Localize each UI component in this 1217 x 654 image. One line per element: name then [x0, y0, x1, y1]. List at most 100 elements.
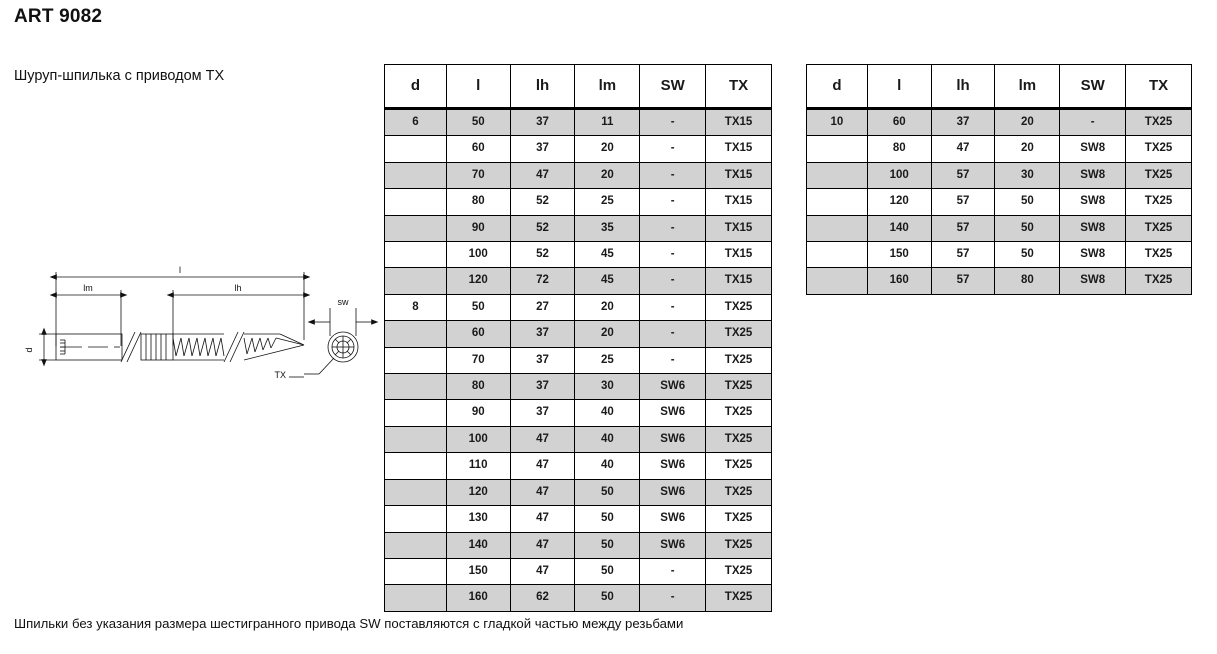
cell-tx: TX25 — [705, 452, 772, 480]
cell-l: 60 — [866, 107, 932, 137]
cell-d: 8 — [384, 293, 447, 322]
cell-lh: 62 — [509, 584, 576, 612]
dowel-screw-technical-drawing: l lm lh d sw TX — [8, 250, 380, 398]
cell-sw: - — [639, 557, 707, 586]
cell-l: 140 — [866, 214, 932, 243]
cell-lm: 20 — [994, 107, 1061, 137]
cell-tx: TX25 — [705, 531, 772, 559]
cell-sw: SW6 — [639, 373, 707, 401]
cell-tx: TX15 — [705, 214, 772, 243]
cell-d — [384, 241, 447, 269]
cell-l: 80 — [445, 373, 511, 401]
cell-tx: TX25 — [705, 373, 772, 401]
cell-d — [806, 135, 868, 163]
cell-d — [384, 346, 447, 375]
cell-tx: TX25 — [705, 346, 772, 375]
cell-sw: SW8 — [1059, 161, 1127, 190]
cell-d — [384, 425, 447, 454]
cell-lm: 50 — [574, 531, 641, 559]
cell-d — [806, 267, 868, 295]
cell-d — [384, 161, 447, 190]
cell-lm: 50 — [574, 478, 641, 507]
dim-label-sw: sw — [338, 297, 350, 307]
cell-tx: TX25 — [705, 425, 772, 454]
cell-d: 6 — [384, 107, 447, 137]
cell-d: 10 — [806, 107, 868, 137]
cell-l: 90 — [445, 399, 511, 427]
cell-d — [384, 505, 447, 533]
cell-tx: TX25 — [705, 557, 772, 586]
cell-d — [806, 161, 868, 190]
column-header-tx: TX — [705, 64, 772, 110]
cell-lh: 52 — [509, 214, 576, 243]
cell-lh: 57 — [930, 241, 996, 269]
cell-l: 50 — [445, 107, 511, 137]
cell-lm: 30 — [574, 373, 641, 401]
cell-sw: - — [639, 135, 707, 163]
cell-lh: 57 — [930, 267, 996, 295]
cell-d — [806, 214, 868, 243]
cell-l: 120 — [445, 478, 511, 507]
cell-lh: 37 — [930, 107, 996, 137]
cell-lm: 45 — [574, 241, 641, 269]
cell-lh: 47 — [930, 135, 996, 163]
cell-lm: 50 — [994, 188, 1061, 216]
cell-lm: 20 — [994, 135, 1061, 163]
cell-tx: TX25 — [705, 293, 772, 322]
cell-lh: 57 — [930, 214, 996, 243]
cell-l: 80 — [866, 135, 932, 163]
column-header-lh: lh — [509, 64, 576, 110]
cell-lh: 47 — [509, 425, 576, 454]
cell-tx: TX15 — [705, 241, 772, 269]
cell-lm: 50 — [574, 557, 641, 586]
cell-lh: 47 — [509, 557, 576, 586]
cell-sw: SW6 — [639, 399, 707, 427]
dim-label-total-length: l — [179, 265, 181, 275]
column-header-sw: SW — [1059, 64, 1127, 110]
column-header-sw: SW — [639, 64, 707, 110]
cell-tx: TX25 — [1125, 135, 1192, 163]
cell-d — [384, 478, 447, 507]
cell-tx: TX15 — [705, 188, 772, 216]
cell-lh: 52 — [509, 241, 576, 269]
cell-tx: TX15 — [705, 135, 772, 163]
cell-lm: 40 — [574, 399, 641, 427]
cell-lm: 20 — [574, 293, 641, 322]
cell-tx: TX25 — [705, 320, 772, 348]
cell-tx: TX25 — [1125, 188, 1192, 216]
cell-d — [384, 399, 447, 427]
column-header-l: l — [445, 64, 511, 110]
cell-l: 100 — [445, 425, 511, 454]
cell-l: 70 — [445, 161, 511, 190]
table-header-row: d l lh lm SW TX — [384, 64, 772, 110]
cell-lm: 40 — [574, 452, 641, 480]
cell-l: 140 — [445, 531, 511, 559]
column-header-tx: TX — [1125, 64, 1192, 110]
cell-lm: 20 — [574, 161, 641, 190]
cell-l: 60 — [445, 135, 511, 163]
cell-lh: 37 — [509, 373, 576, 401]
cell-sw: - — [639, 346, 707, 375]
dim-label-lm: lm — [83, 283, 93, 293]
cell-lm: 80 — [994, 267, 1061, 295]
cell-l: 80 — [445, 188, 511, 216]
cell-lh: 37 — [509, 346, 576, 375]
cell-d — [384, 531, 447, 559]
cell-l: 60 — [445, 320, 511, 348]
cell-lm: 25 — [574, 346, 641, 375]
cell-l: 130 — [445, 505, 511, 533]
cell-lm: 20 — [574, 135, 641, 163]
cell-sw: SW8 — [1059, 188, 1127, 216]
cell-l: 100 — [866, 161, 932, 190]
cell-sw: SW6 — [639, 505, 707, 533]
